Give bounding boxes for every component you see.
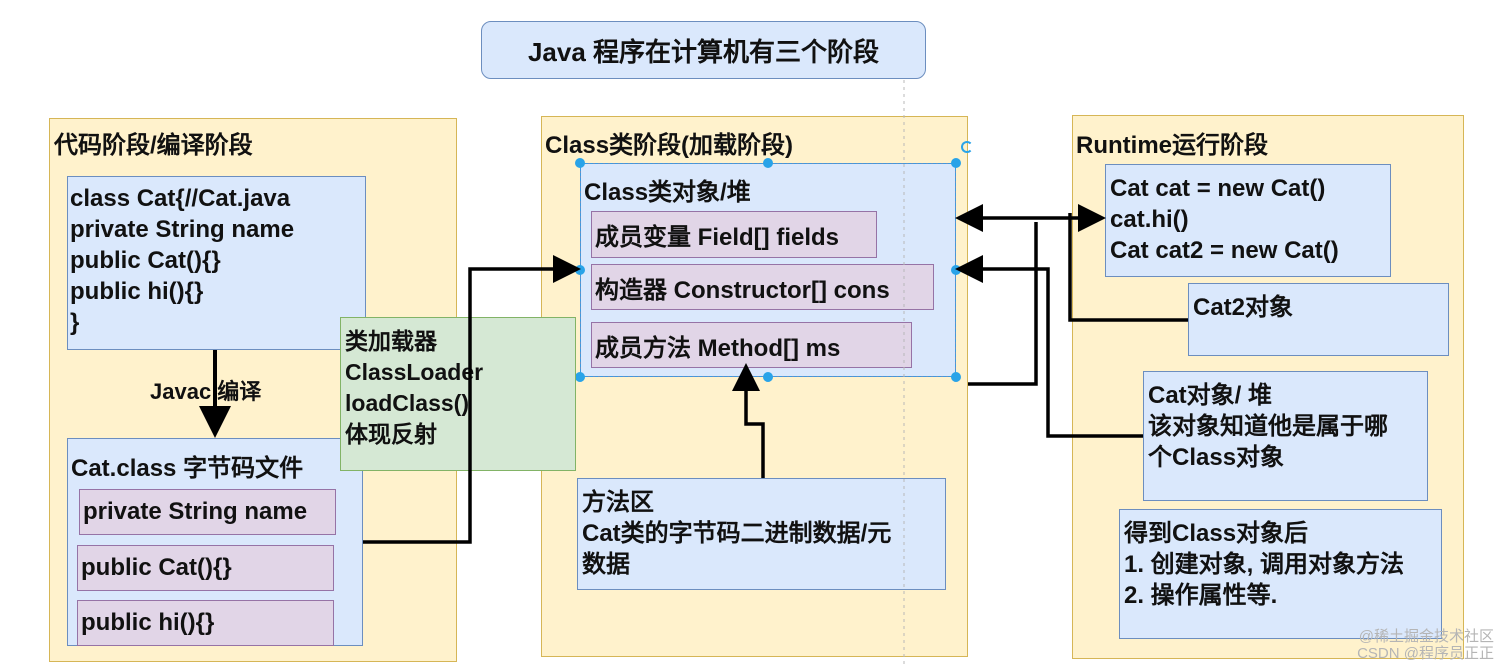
runtime-code-box: Cat cat = new Cat() cat.hi() Cat cat2 = …	[1105, 164, 1391, 277]
bytecode-file-title: Cat.class 字节码文件	[71, 455, 304, 482]
classloader-box: 类加载器 ClassLoader loadClass() 体现反射	[340, 317, 576, 471]
watermark: @稀土掘金技术社区 CSDN @程序员正正	[1357, 628, 1494, 662]
method-area-arrow	[732, 363, 765, 478]
selection-handle-bottom[interactable]	[763, 372, 773, 382]
class-object-title: Class类对象/堆	[584, 179, 751, 206]
cat-object-box: Cat对象/ 堆 该对象知道他是属于哪 个Class对象	[1143, 371, 1428, 501]
member-fields-item: 成员变量 Field[] fields	[591, 211, 877, 258]
stage-runtime-label: Runtime运行阶段	[1076, 132, 1268, 159]
cat2-to-class-link	[1068, 213, 1188, 322]
load-arrow	[363, 255, 581, 544]
bytecode-constructor-item: public Cat(){}	[77, 545, 334, 591]
after-class-object-box: 得到Class对象后 1. 创建对象, 调用对象方法 2. 操作属性等.	[1119, 509, 1442, 639]
stage-class-loading-label: Class类阶段(加载阶段)	[545, 132, 794, 159]
selection-handle-top[interactable]	[763, 158, 773, 168]
bytecode-field-item: private String name	[79, 489, 336, 535]
selection-handle-top-right[interactable]	[951, 158, 961, 168]
member-methods-item: 成员方法 Method[] ms	[591, 322, 912, 368]
selection-handle-bottom-right[interactable]	[951, 372, 961, 382]
selection-handle-top-left[interactable]	[575, 158, 585, 168]
compile-label: Javac 编译	[150, 374, 262, 406]
bytecode-method-item: public hi(){}	[77, 600, 334, 646]
member-constructors-item: 构造器 Constructor[] cons	[591, 264, 934, 310]
cat-object-to-class-arrow	[955, 255, 1143, 438]
cat2-object-box: Cat2对象	[1188, 283, 1449, 356]
class-to-runtime-link	[968, 222, 1038, 386]
rotate-icon[interactable]	[961, 141, 973, 153]
method-area-box: 方法区 Cat类的字节码二进制数据/元 数据	[577, 478, 946, 590]
diagram-title: Java 程序在计算机有三个阶段	[481, 21, 926, 79]
source-code-box: class Cat{//Cat.java private String name…	[67, 176, 366, 350]
stage-code-compile-label: 代码阶段/编译阶段	[54, 132, 253, 159]
selection-handle-bottom-left[interactable]	[575, 372, 585, 382]
